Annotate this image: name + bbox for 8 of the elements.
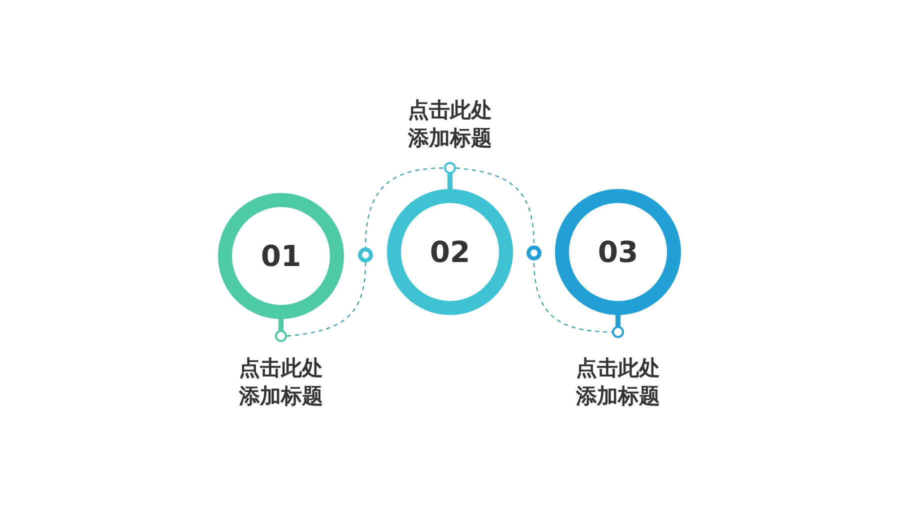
dashed-connector xyxy=(456,167,612,333)
step-caption: 点击此处添加标题 xyxy=(574,355,661,410)
dashed-connector xyxy=(286,167,444,337)
step-number: 03 xyxy=(598,238,638,266)
step-caption: 点击此处添加标题 xyxy=(406,97,493,152)
step-caption: 点击此处添加标题 xyxy=(238,355,324,410)
step-number: 02 xyxy=(430,238,470,266)
step-number: 01 xyxy=(260,242,302,270)
